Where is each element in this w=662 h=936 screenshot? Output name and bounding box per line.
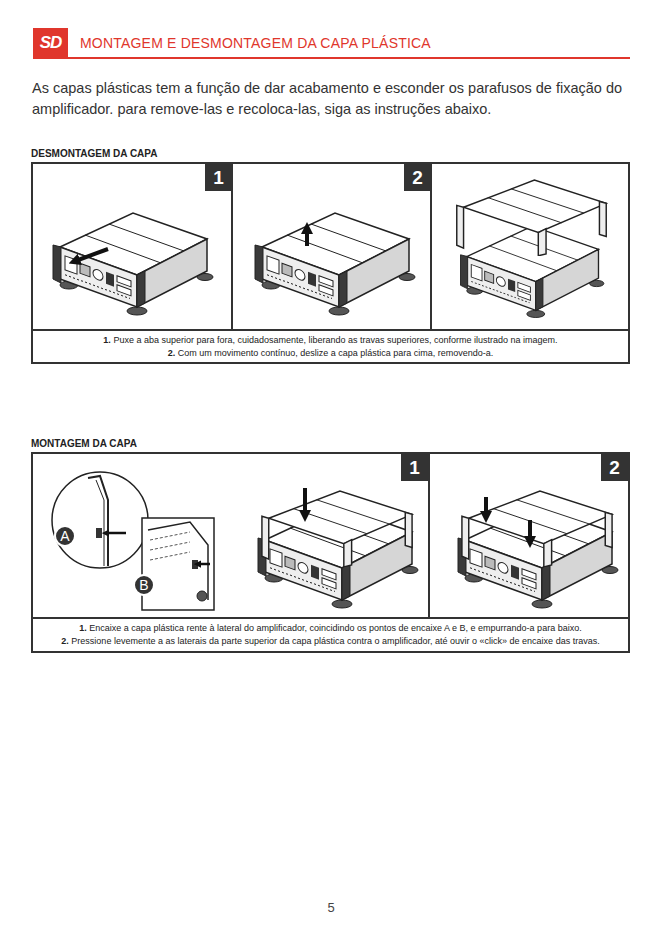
instruction-text: 2. Pressione levemente a as laterais da … <box>37 635 624 648</box>
instruction-text: 1. Puxe a aba superior para fora, cuidad… <box>37 334 624 347</box>
section-heading: DESMONTAGEM DA CAPA <box>31 148 157 159</box>
step-badge: 1 <box>401 454 428 481</box>
callout-number: 2 <box>412 167 423 189</box>
instruction-text: 1. Encaixe a capa plástica rente à later… <box>37 622 624 635</box>
section-heading: MONTAGEM DA CAPA <box>31 438 137 449</box>
callout-letter: A <box>54 525 76 547</box>
callout-letter: B <box>133 574 155 596</box>
step-badge: 2 <box>601 454 628 481</box>
callout-number: 2 <box>609 457 620 479</box>
page-title: MONTAGEM E DESMONTAGEM DA CAPA PLÁSTICA <box>80 35 431 51</box>
step-frame: MONTAGEM DA CAPA12AB1. Encaixe a capa pl… <box>31 452 630 653</box>
callout-number: A <box>60 528 69 544</box>
instruction-text: 2. Com um movimento contínuo, deslize a … <box>37 347 624 360</box>
instruction-box: 1. Puxe a aba superior para fora, cuidad… <box>33 329 628 362</box>
intro-paragraph: As capas plásticas tem a função de dar a… <box>32 78 632 120</box>
brand-logo: SD <box>33 28 68 58</box>
page-number: 5 <box>0 900 662 915</box>
step-badge: 2 <box>404 164 431 191</box>
callout-number: B <box>139 577 148 593</box>
callout-number: 1 <box>213 167 224 189</box>
callout-number: 1 <box>409 457 420 479</box>
logo-text: SD <box>40 33 62 53</box>
step-badge: 1 <box>205 164 232 191</box>
instruction-box: 1. Encaixe a capa plástica rente à later… <box>33 617 628 651</box>
step-frame: DESMONTAGEM DA CAPA121. Puxe a aba super… <box>31 162 630 364</box>
